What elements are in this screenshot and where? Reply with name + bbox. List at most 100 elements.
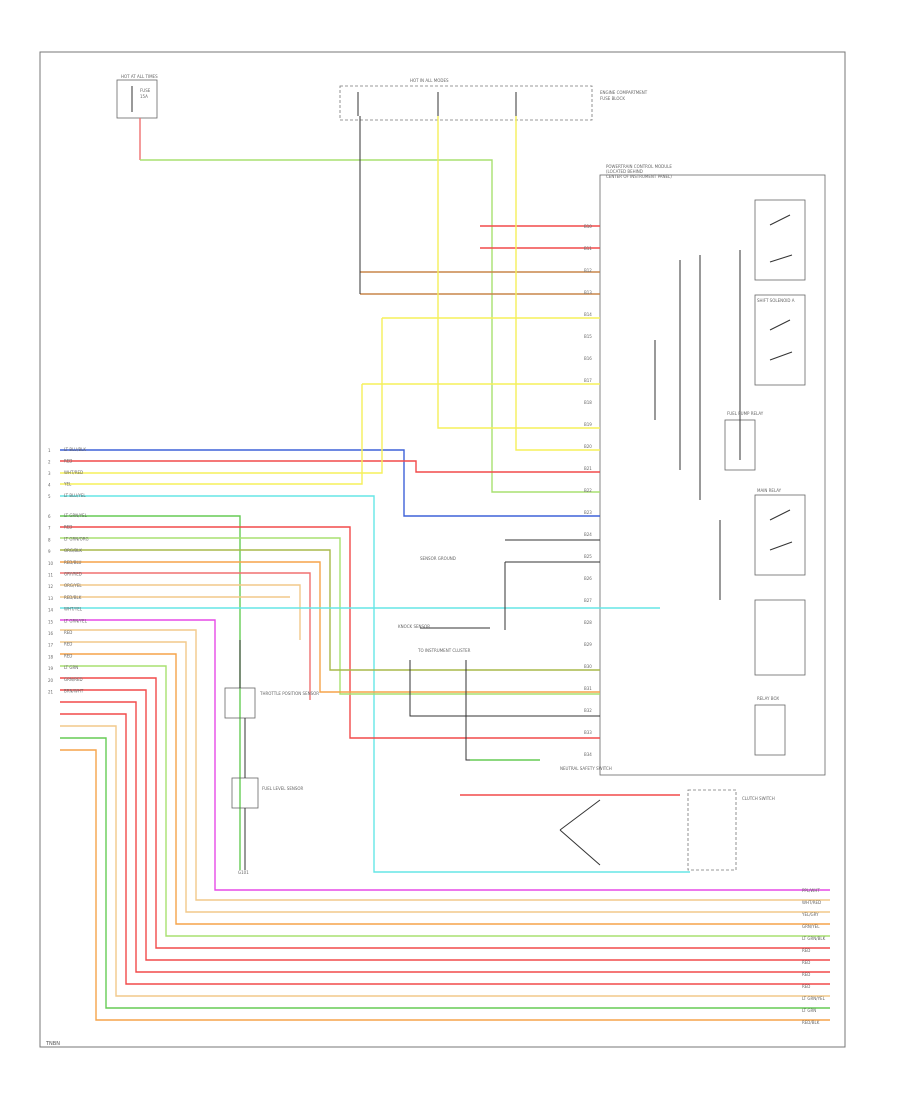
right-wire-label: WHT/RED bbox=[802, 900, 821, 905]
fuse-block-top-left bbox=[116, 79, 158, 119]
relay-box-title: HOT IN ALL MODES bbox=[410, 78, 449, 83]
ground-label: G101 bbox=[238, 870, 249, 875]
left-pin-lower: 13 bbox=[48, 596, 54, 601]
left-pin-lower: 8 bbox=[48, 537, 51, 542]
fuse-label-1: FUSE bbox=[140, 88, 151, 93]
pcm-pin: B23 bbox=[584, 510, 592, 515]
bus-ltgrn-yel bbox=[60, 725, 830, 997]
right-wire-label: RED/BLK bbox=[802, 1020, 820, 1025]
bus-yel-gry bbox=[60, 641, 830, 913]
left-pin-lower: 11 bbox=[48, 573, 54, 578]
right-black-lines bbox=[654, 250, 741, 600]
pcm-title-2: (LOCATED BEHIND bbox=[606, 169, 643, 174]
wire-yel-upper bbox=[60, 384, 363, 485]
right-wire-label: GRN/YEL bbox=[802, 924, 820, 929]
sensor-ground-label: SENSOR GROUND bbox=[420, 556, 456, 561]
to-instrument-cluster-label: TO INSTRUMENT CLUSTER bbox=[417, 648, 471, 653]
bus-grn-yel bbox=[60, 653, 830, 925]
fuel-level-sensor-box bbox=[231, 777, 259, 809]
left-wire-upper-label: LT BLU/YEL bbox=[64, 493, 86, 498]
pcm-pin: B34 bbox=[584, 752, 592, 757]
wire-ltgrn-yel bbox=[60, 515, 241, 870]
left-wire-upper-label: YEL bbox=[63, 482, 72, 487]
wire-red-lower bbox=[60, 526, 600, 739]
wire-ltgrn-org bbox=[60, 537, 600, 695]
left-pin-lower: 15 bbox=[48, 619, 54, 624]
relay-box-top bbox=[339, 85, 593, 121]
left-pin-lower: 12 bbox=[48, 584, 54, 589]
pcm-pin: B30 bbox=[584, 664, 592, 669]
left-pin-upper: 4 bbox=[48, 483, 51, 488]
left-pin-lower: 14 bbox=[48, 608, 54, 613]
engine-compartment-label: ENGINE COMPARTMENT bbox=[600, 90, 648, 95]
wire-red-blu bbox=[60, 561, 600, 693]
fuel-pump-relay-label: FUEL PUMP RELAY bbox=[727, 411, 764, 416]
right-wire-label: LT GRN/BLK bbox=[802, 936, 826, 941]
left-wire-lower-label: RED bbox=[64, 642, 72, 647]
hot-at-all-times-label: HOT AT ALL TIMES bbox=[121, 74, 158, 79]
fuel-level-sensor-label: FUEL LEVEL SENSOR bbox=[262, 786, 304, 791]
shift-solenoid-a-box bbox=[754, 294, 806, 386]
clutch-switch-box bbox=[687, 789, 737, 871]
bus-ppl-wht bbox=[60, 619, 830, 891]
wire-org-blk bbox=[60, 549, 600, 671]
left-wire-lower-label: ORG/BLK bbox=[64, 548, 82, 553]
left-wire-lower-label: LT GRN/YEL bbox=[64, 513, 88, 518]
main-relay-box bbox=[754, 494, 806, 576]
left-pin-lower: 21 bbox=[48, 690, 54, 695]
pcm-pin: B12 bbox=[584, 268, 592, 273]
left-wire-upper-label: WHT/RED bbox=[64, 470, 83, 475]
fuse-label-2: 15A bbox=[140, 94, 148, 99]
left-pin-lower: 17 bbox=[48, 643, 54, 648]
page-code: TNBN bbox=[45, 1041, 60, 1047]
pcm-pin: B29 bbox=[584, 642, 592, 647]
right-wire-label: RED bbox=[802, 984, 810, 989]
diagram-frame bbox=[39, 51, 846, 1048]
left-wire-lower-label: RED/BLK bbox=[64, 595, 82, 600]
main-relay-label: MAIN RELAY bbox=[757, 488, 782, 493]
pcm-pin: B14 bbox=[584, 312, 592, 317]
shift-solenoid-a-label: SHIFT SOLENOID A bbox=[757, 298, 795, 303]
pcm-pin: B33 bbox=[584, 730, 592, 735]
bus-ltgrn bbox=[60, 737, 830, 1009]
pcm-pin-labels: B10B11B12B13B14B15B16B17B18B19B20B21B22B… bbox=[584, 224, 592, 757]
left-pin-upper: 2 bbox=[48, 460, 51, 465]
throttle-position-sensor-label: THROTTLE POSITION SENSOR bbox=[259, 691, 319, 696]
wire-cyan bbox=[60, 495, 690, 873]
pcm-title-3: CENTER OF INSTRUMENT PANEL) bbox=[606, 174, 672, 179]
fuse-block-label: FUSE BLOCK bbox=[600, 96, 625, 101]
pcm-pin: B18 bbox=[584, 400, 592, 405]
center-black-lines bbox=[409, 660, 600, 761]
left-pin-lower: 20 bbox=[48, 678, 54, 683]
left-pin-lower: 16 bbox=[48, 631, 54, 636]
left-wire-lower-label: LT GRN/ORG bbox=[64, 536, 89, 541]
right-wire-label: PPL/WHT bbox=[802, 888, 820, 893]
bus-wht-red bbox=[60, 629, 830, 901]
left-wire-lower-label: RED bbox=[64, 630, 72, 635]
right-wire-label: RED bbox=[802, 948, 810, 953]
wire-blue bbox=[60, 449, 600, 517]
left-pin-upper: 5 bbox=[48, 494, 51, 499]
left-pin-lower: 6 bbox=[48, 514, 51, 519]
pcm-pin: B24 bbox=[584, 532, 592, 537]
relay-contacts bbox=[769, 214, 793, 551]
left-pin-upper: 3 bbox=[48, 471, 51, 476]
wire-org-yel bbox=[60, 584, 301, 640]
pcm-pin: B11 bbox=[584, 246, 592, 251]
right-wire-label: RED bbox=[802, 960, 810, 965]
sensor-black-lines bbox=[239, 640, 246, 870]
wire-red-upper bbox=[60, 460, 600, 473]
wire-green-top bbox=[140, 159, 600, 493]
left-wire-lower-label: WHT/YEL bbox=[64, 607, 83, 612]
sensor-ground-lines bbox=[504, 539, 600, 630]
bus-red-blk bbox=[60, 749, 830, 1021]
pcm-pin: B21 bbox=[584, 466, 592, 471]
left-wire-lower-label: LT GRN bbox=[64, 665, 78, 670]
relay-5 bbox=[754, 704, 786, 756]
left-wire-upper-label: LT BLU/BLK bbox=[64, 447, 86, 452]
right-wire-label: YEL/GRY bbox=[801, 912, 819, 917]
left-wire-lower-label: GRN/RED bbox=[64, 677, 83, 682]
relay-4 bbox=[754, 599, 806, 676]
pcm-pin: B19 bbox=[584, 422, 592, 427]
